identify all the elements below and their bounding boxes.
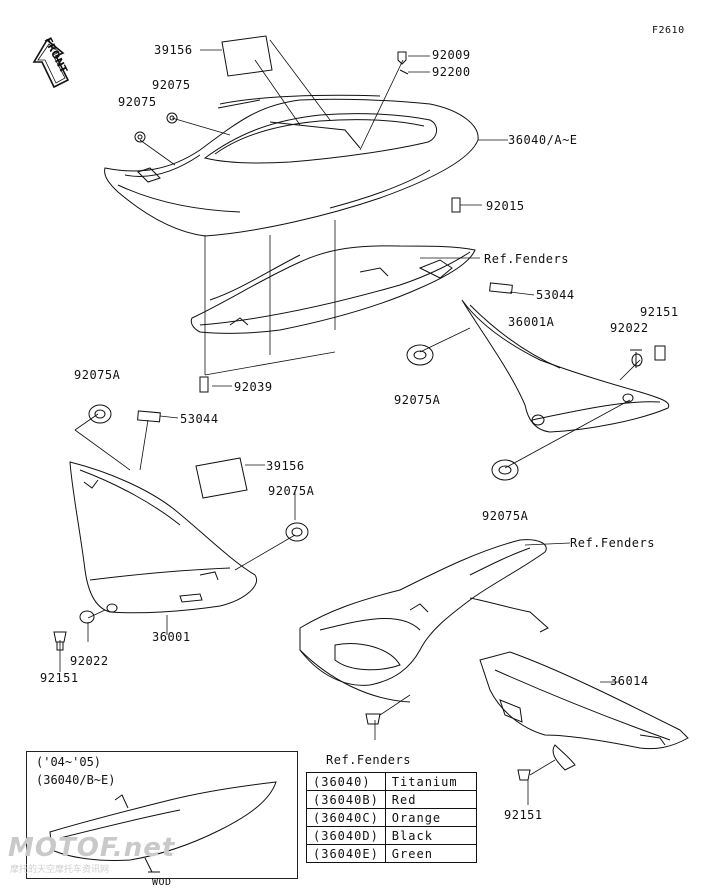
table-row: (36040B) Red [306, 790, 477, 809]
table-code: (36040C) [306, 808, 386, 827]
table-row: (36040C) Orange [306, 808, 477, 827]
part-callout: 92075A [268, 484, 315, 498]
rear-fender-part [299, 539, 549, 703]
part-callout: 36014 [610, 674, 649, 688]
inset-years: ('04~'05) [36, 755, 102, 769]
table-color: Black [384, 826, 477, 845]
part-callout: Ref.Fenders [484, 252, 569, 266]
part-callout: 36040/A~E [508, 133, 578, 147]
fastener-parts [53, 51, 666, 781]
part-callout: 92075A [482, 509, 529, 523]
table-color: Orange [384, 808, 477, 827]
part-callout: 92075 [152, 78, 191, 92]
table-row: (36040E) Green [306, 844, 477, 863]
part-callout: 92022 [610, 321, 649, 335]
watermark-subtitle: 摩托的天空摩托车资讯网 [10, 865, 110, 875]
front-arrow-icon [32, 38, 70, 89]
sticker-part [221, 35, 273, 77]
part-callout: 92200 [432, 65, 471, 79]
part-callout: 36001 [152, 630, 191, 644]
side-cover-left-part [69, 461, 258, 614]
table-code: (36040D) [306, 826, 386, 845]
table-row: (36040D) Black [306, 826, 477, 845]
part-callout: 92075A [394, 393, 441, 407]
part-callout: 92151 [640, 305, 679, 319]
side-cover-right-part [461, 299, 670, 433]
table-color: Green [384, 844, 477, 863]
inset-tag: WOD [152, 877, 172, 888]
watermark-logo: MOTOF.net [8, 833, 176, 863]
part-callout: 39156 [154, 43, 193, 57]
leader-lines [59, 39, 641, 805]
seat-cowl-part [104, 94, 479, 237]
color-table: (36040) Titanium (36040B) Red (36040C) O… [306, 772, 477, 863]
part-callout: Ref.Fenders [570, 536, 655, 550]
part-callout: 53044 [536, 288, 575, 302]
table-color: Red [384, 790, 477, 809]
part-callout: Ref.Fenders [326, 753, 411, 767]
table-row: (36040) Titanium [306, 772, 477, 791]
figure-code: F2610 [652, 25, 685, 36]
inset-box [26, 751, 298, 879]
inset-part: (36040/B~E) [36, 773, 116, 787]
chain-guard-part [479, 651, 689, 771]
part-callout: 53044 [180, 412, 219, 426]
table-code: (36040E) [306, 844, 386, 863]
table-code: (36040) [306, 772, 386, 791]
sticker-mid-part [195, 457, 248, 499]
table-code: (36040B) [306, 790, 386, 809]
part-callout: 39156 [266, 459, 305, 473]
table-color: Titanium [384, 772, 477, 791]
undertray-part [190, 245, 476, 334]
part-callout: 36001A [508, 315, 555, 329]
part-callout: 92022 [70, 654, 109, 668]
part-callout: 92039 [234, 380, 273, 394]
part-callout: 92151 [504, 808, 543, 822]
part-callout: 92015 [486, 199, 525, 213]
inset-cowl-part [49, 781, 277, 873]
part-callout: 92009 [432, 48, 471, 62]
part-callout: 92151 [40, 671, 79, 685]
part-callout: 92075 [118, 95, 157, 109]
part-callout: 92075A [74, 368, 121, 382]
